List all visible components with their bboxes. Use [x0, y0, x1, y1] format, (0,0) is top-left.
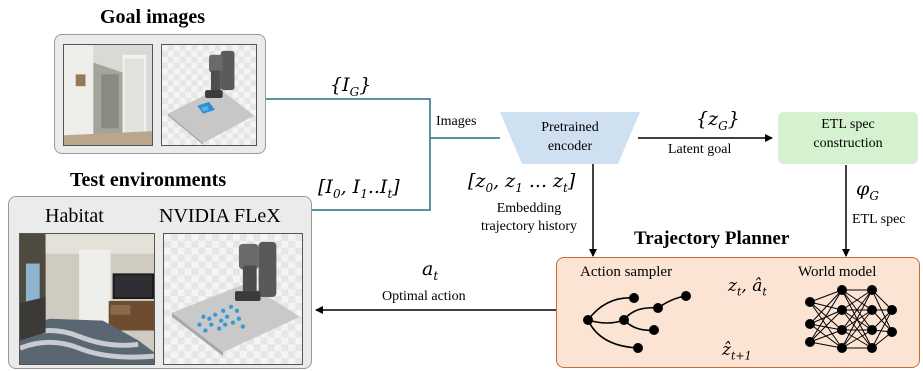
trajectory-planner-title: Trajectory Planner — [634, 228, 790, 249]
etl-spec-construction-box: ETL spec construction — [778, 112, 918, 164]
etl-spec-label: ETL spec — [852, 212, 906, 227]
goal-image-habitat — [63, 44, 153, 146]
z-a-hat-label: zt, ât — [728, 276, 767, 299]
goal-image-flex — [161, 44, 257, 146]
observation-sequence-label: [I0, I1..It] — [318, 176, 400, 201]
pretrained-encoder-shape — [500, 112, 640, 164]
embedding-label-line2: trajectory history — [480, 219, 578, 234]
goal-image-set-label: {IG} — [330, 74, 372, 99]
encoder-label-line2: encoder — [547, 139, 593, 154]
etl-label-line2: construction — [813, 136, 883, 151]
embedding-history-label: Embedding trajectory history — [464, 200, 594, 236]
pretrained-encoder: Pretrained encoder — [520, 118, 620, 156]
test-environments-panel: Habitat NVIDIA FLeX — [8, 196, 312, 369]
habitat-env-image — [19, 233, 155, 365]
world-model-network-icon — [805, 285, 897, 353]
flex-env-image — [163, 233, 303, 365]
habitat-label: Habitat — [45, 205, 104, 227]
embedding-label-line1: Embedding — [496, 201, 562, 216]
optimal-action-label: Optimal action — [382, 289, 466, 304]
world-model-label: World model — [798, 264, 877, 280]
latent-goal-set-label: {zG} — [696, 108, 740, 133]
embedding-sequence-label: [z0, z1 ... zt] — [468, 170, 576, 195]
flex-label: NVIDIA FLeX — [159, 205, 281, 227]
phi-g-label: φG — [856, 178, 879, 203]
z-next-label: ẑt+1 — [722, 340, 752, 363]
images-label: Images — [436, 114, 477, 129]
latent-goal-label: Latent goal — [668, 142, 732, 157]
etl-label-line1: ETL spec — [821, 117, 875, 132]
goal-images-panel — [54, 34, 266, 154]
encoder-label-line1: Pretrained — [541, 120, 599, 135]
action-sampler-label: Action sampler — [580, 264, 673, 280]
goal-images-title: Goal images — [100, 6, 205, 28]
action-at-label: at — [422, 258, 439, 283]
action-sampler-tree-icon — [583, 291, 691, 353]
test-environments-title: Test environments — [70, 169, 227, 191]
